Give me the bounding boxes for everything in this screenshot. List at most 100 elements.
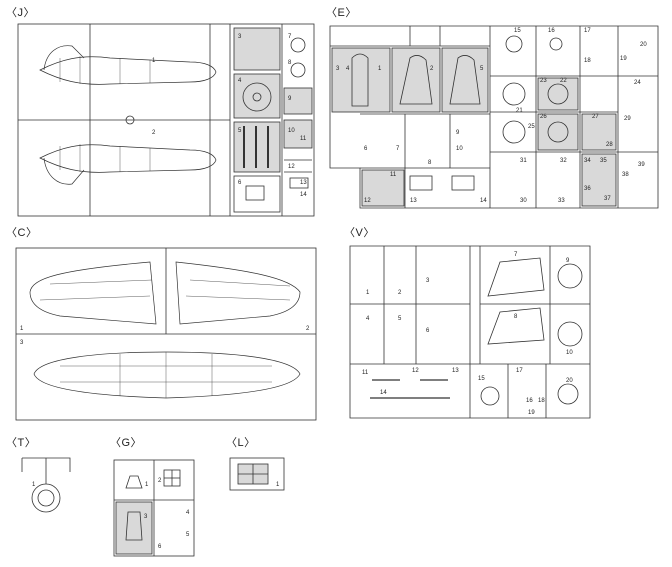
e-num-34: 34 [584, 158, 591, 164]
e-num-23: 23 [540, 78, 547, 84]
sprue-label-j: 〈J〉 [6, 7, 35, 19]
e-num-35: 35 [600, 158, 607, 164]
v-num-7: 7 [514, 252, 518, 258]
v-num-2: 2 [398, 290, 402, 296]
sprue-label-v: 〈V〉 [344, 227, 375, 239]
part-j8-icon [290, 62, 306, 78]
e-num-25: 25 [528, 124, 535, 130]
e-num-28: 28 [606, 142, 613, 148]
g-num-2: 2 [158, 478, 162, 484]
v-num-1: 1 [366, 290, 370, 296]
l-num-1: 1 [276, 482, 280, 488]
e-num-5: 5 [480, 66, 484, 72]
e-num-16: 16 [548, 28, 555, 34]
part-j6-box [233, 175, 281, 213]
v-num-11: 11 [362, 370, 369, 376]
e-num-9: 9 [456, 130, 460, 136]
part-j7-icon [290, 37, 306, 53]
v-num-3: 3 [426, 278, 430, 284]
sprue-l: 1 [229, 457, 285, 491]
e-num-24: 24 [634, 80, 641, 86]
v-num-16: 16 [526, 398, 533, 404]
e-num-12: 12 [364, 198, 371, 204]
e-num-30: 30 [520, 198, 527, 204]
v-num-15: 15 [478, 376, 485, 382]
engine-part-icon-2 [557, 321, 583, 347]
fuselage-half-1 [39, 56, 217, 85]
engine-cowl-icon [242, 82, 272, 112]
fuselage-half-2 [39, 144, 217, 173]
j-num-13: 13 [300, 180, 307, 186]
j-num-5: 5 [238, 128, 242, 134]
e-num-8: 8 [428, 160, 432, 166]
part-j3-box [233, 27, 281, 71]
c-num-2: 2 [306, 326, 310, 332]
engine-part-icon [557, 263, 583, 289]
e-num-32: 32 [560, 158, 567, 164]
e-num-33: 33 [558, 198, 565, 204]
e-num-3: 3 [336, 66, 340, 72]
v-num-10: 10 [566, 350, 573, 356]
v-num-8: 8 [514, 314, 518, 320]
e-num-27: 27 [592, 114, 599, 120]
engine-front-icon [502, 120, 526, 144]
sprue-v: 1 2 3 4 5 6 7 8 9 10 11 12 13 14 15 16 1… [349, 245, 591, 419]
v-num-20: 20 [566, 378, 573, 384]
j-num-9: 9 [288, 96, 292, 102]
j-num-1: 1 [152, 58, 156, 64]
stabilizer-icon-2 [449, 55, 481, 105]
e-num-1: 1 [378, 66, 382, 72]
wing-right-upper [175, 261, 301, 325]
g-num-4: 4 [186, 510, 190, 516]
canopy-part-icon-2 [487, 307, 545, 345]
v-num-14: 14 [380, 390, 387, 396]
e-num-22: 22 [560, 78, 567, 84]
sprue-label-l: 〈L〉 [226, 437, 256, 449]
j-num-7: 7 [288, 34, 292, 40]
v-num-9: 9 [566, 258, 570, 264]
sprue-label-c: 〈C〉 [6, 227, 38, 239]
sprue-g: 1 2 3 4 5 6 [113, 459, 195, 557]
sprue-label-t: 〈T〉 [6, 437, 37, 449]
e-num-11: 11 [390, 172, 397, 178]
e-num-36: 36 [584, 186, 591, 192]
c-num-3: 3 [20, 340, 24, 346]
e-num-6: 6 [364, 146, 368, 152]
canopy-part-icon [487, 257, 545, 297]
e-num-31: 31 [520, 158, 527, 164]
v-num-5: 5 [398, 316, 402, 322]
j-num-4: 4 [238, 78, 242, 84]
j-num-2: 2 [152, 130, 156, 136]
e-num-38: 38 [622, 172, 629, 178]
drop-tank-icon [351, 53, 369, 107]
v-num-12: 12 [412, 368, 419, 374]
e-num-20: 20 [640, 42, 647, 48]
j-num-3: 3 [238, 34, 242, 40]
e-num-13: 13 [410, 198, 417, 204]
e-num-18: 18 [584, 58, 591, 64]
v-num-18: 18 [538, 398, 545, 404]
tail-fin-2 [43, 157, 85, 185]
sprue-c: 1 2 3 [15, 247, 317, 421]
wing-left-upper [29, 261, 157, 325]
sprue-label-g: 〈G〉 [110, 437, 143, 449]
g-num-5: 5 [186, 532, 190, 538]
e-num-7: 7 [396, 146, 400, 152]
engine-cylinders-icon [547, 83, 569, 105]
sprue-t: 1 [21, 457, 71, 513]
e-num-29: 29 [624, 116, 631, 122]
e-num-17: 17 [584, 28, 591, 34]
tire-ring-icon [31, 483, 61, 513]
sprue-e: 3 4 1 2 5 6 7 8 9 10 11 12 13 14 15 16 1… [329, 25, 659, 209]
v-num-6: 6 [426, 328, 430, 334]
sprue-label-e: 〈E〉 [326, 7, 357, 19]
j-num-14: 14 [300, 192, 307, 198]
v-num-4: 4 [366, 316, 370, 322]
j-num-10: 10 [288, 128, 295, 134]
wing-lower [33, 351, 301, 399]
e-num-39: 39 [638, 162, 645, 168]
t-num-1: 1 [32, 482, 36, 488]
v-num-19: 19 [528, 410, 535, 416]
tail-fin-1 [43, 45, 85, 71]
